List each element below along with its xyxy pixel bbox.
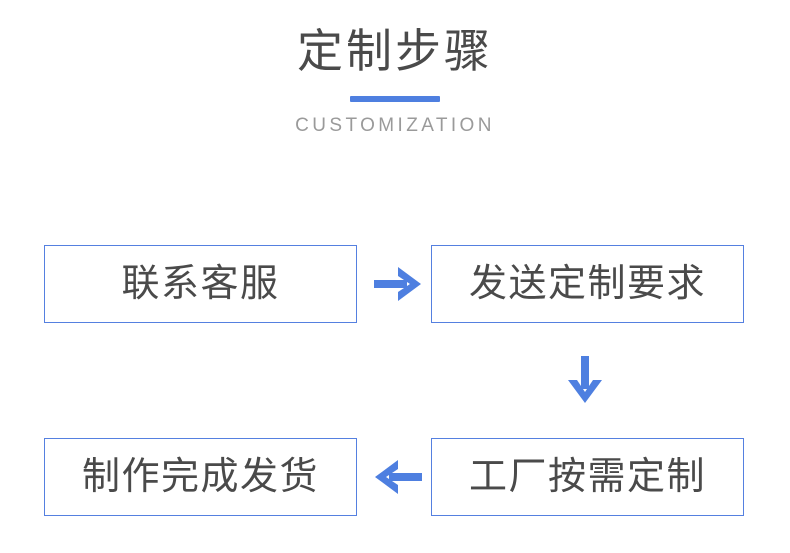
arrow-right-icon [374,267,421,301]
page-title: 定制步骤 [297,25,493,77]
page-subtitle: CUSTOMIZATION [295,115,495,136]
flow-step-factory[interactable]: 工厂按需定制 [431,438,744,516]
flow-step-contact[interactable]: 联系客服 [44,245,357,323]
flow-step-label: 工厂按需定制 [468,456,706,498]
arrow-down-icon [568,356,602,403]
flow-step-label: 发送定制要求 [468,263,706,305]
flow-step-label: 制作完成发货 [81,456,319,498]
flow-step-ship[interactable]: 制作完成发货 [44,438,357,516]
arrow-left-icon [375,460,422,494]
page-header: 定制步骤 CUSTOMIZATION [0,0,790,138]
title-underline-rule [350,96,440,102]
flow-step-label: 联系客服 [121,263,280,305]
flow-step-send[interactable]: 发送定制要求 [431,245,744,323]
